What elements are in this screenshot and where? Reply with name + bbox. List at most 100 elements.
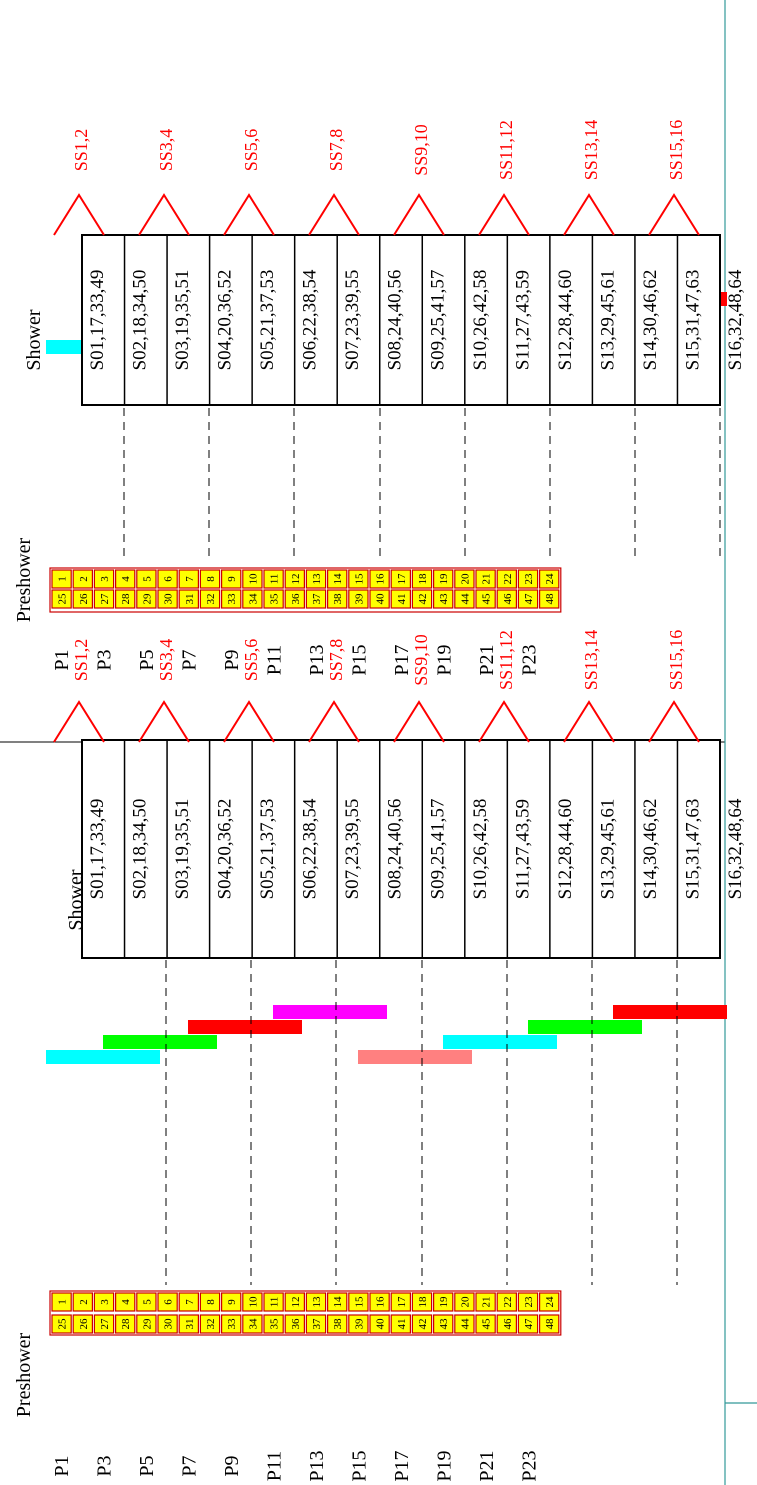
preshower-number: 6: [163, 1299, 175, 1305]
preshower-number: 32: [205, 594, 217, 605]
ss-triangle: [563, 700, 615, 743]
preshower-label: Preshower: [13, 537, 35, 622]
preshower-cell: [263, 1314, 284, 1334]
preshower-number: 34: [247, 1318, 259, 1330]
preshower-cell: [72, 569, 93, 589]
preshower-cell: [475, 589, 496, 609]
shower-cell-label: S06,22,38,54: [300, 798, 321, 899]
preshower-cell: [263, 589, 284, 609]
preshower-number: 23: [523, 1296, 535, 1308]
p-label: P23: [519, 644, 541, 675]
preshower-cell: [348, 589, 369, 609]
p-label: P11: [264, 645, 286, 675]
ss-label: SS9,10: [411, 634, 431, 686]
preshower-number: 42: [417, 1319, 429, 1330]
preshower-number: 22: [502, 1297, 514, 1308]
preshower-cell: [136, 569, 157, 589]
preshower-cell: [305, 1292, 327, 1312]
ss-label: SS7,8: [326, 129, 346, 172]
preshower-cell: [157, 569, 178, 589]
preshower-number: 3: [99, 1299, 111, 1305]
preshower-cell: [433, 589, 454, 609]
preshower-number: 10: [247, 1296, 259, 1308]
preshower-cell: [348, 569, 369, 589]
preshower-number: 6: [163, 576, 175, 582]
preshower-number: 27: [99, 1318, 111, 1330]
preshower-cell: [263, 1292, 284, 1312]
preshower-number: 43: [438, 1318, 450, 1330]
preshower-cell: [157, 589, 178, 609]
preshower-cell: [454, 569, 475, 589]
preshower-number: 46: [502, 1318, 514, 1330]
preshower-number: 15: [353, 573, 365, 585]
p-label: P1: [51, 649, 73, 670]
preshower-number: 40: [375, 593, 387, 605]
ss-triangle: [393, 193, 445, 236]
preshower-cell: [327, 1292, 348, 1312]
preshower-cell: [93, 1292, 115, 1312]
preshower-number: 29: [141, 593, 153, 605]
p-label: P7: [179, 1455, 201, 1476]
ss-label: SS9,10: [411, 124, 431, 176]
preshower-cell: [72, 1314, 93, 1334]
p-label: P7: [179, 649, 201, 670]
ss-label: SS13,14: [581, 630, 601, 691]
preshower-cell: [51, 589, 72, 609]
preshower-cell: [136, 1292, 157, 1312]
preshower-number: 47: [523, 1318, 535, 1330]
preshower-cell: [390, 569, 412, 589]
preshower-number: 20: [459, 573, 471, 585]
preshower-cell: [369, 589, 390, 609]
shower-label: Shower: [65, 869, 87, 930]
preshower-cell: [284, 569, 306, 589]
p-label: P9: [221, 1455, 243, 1476]
p-label: P5: [136, 1455, 158, 1476]
preshower-number: 37: [311, 593, 323, 605]
preshower-number: 38: [332, 1318, 344, 1330]
preshower-number: 2: [78, 1299, 90, 1305]
shower-cell-label: S02,18,34,50: [130, 270, 151, 371]
preshower-number: 40: [375, 1318, 387, 1330]
ss-label: SS3,4: [156, 639, 176, 682]
preshower-number: 4: [120, 1299, 132, 1305]
preshower-cell: [263, 569, 284, 589]
preshower-cell: [327, 1314, 348, 1334]
shower-cell-label: S11,27,43,59: [512, 799, 533, 899]
preshower-cell: [93, 589, 115, 609]
preshower-cell: [242, 1292, 263, 1312]
preshower-cell: [178, 589, 199, 609]
shower-cell-label: S12,28,44,60: [555, 270, 576, 371]
preshower-number: 24: [544, 1296, 556, 1308]
preshower-cell: [348, 1314, 369, 1334]
preshower-cell: [517, 1314, 539, 1334]
preshower-cell: [242, 569, 263, 589]
shower-cell-label: S07,23,39,55: [342, 270, 363, 371]
ss-triangle: [563, 193, 615, 236]
preshower-number: 10: [247, 573, 259, 585]
shower-cell-label: S03,19,35,51: [172, 799, 193, 900]
preshower-frame: [49, 567, 562, 613]
preshower-cell: [475, 1314, 496, 1334]
p-label: P3: [94, 1455, 116, 1476]
ss-label: SS5,6: [241, 639, 261, 682]
preshower-number: 36: [290, 593, 302, 605]
ss-triangle: [53, 700, 105, 743]
preshower-cell: [327, 569, 348, 589]
preshower-cell: [136, 589, 157, 609]
preshower-cell: [538, 589, 560, 609]
preshower-cell: [221, 589, 242, 609]
shower-cell-label: S05,21,37,53: [257, 799, 278, 900]
preshower-frame: [49, 1290, 562, 1336]
preshower-cell: [157, 1314, 178, 1334]
preshower-number: 20: [459, 1296, 471, 1308]
preshower-cell: [305, 1314, 327, 1334]
ss-label: SS7,8: [326, 639, 346, 682]
preshower-number: 28: [120, 593, 132, 605]
shower-cell-label: S01,17,33,49: [87, 799, 108, 900]
preshower-cell: [199, 569, 221, 589]
preshower-number: 16: [375, 1296, 387, 1308]
ss-triangle: [308, 193, 360, 236]
preshower-cell: [136, 1314, 157, 1334]
